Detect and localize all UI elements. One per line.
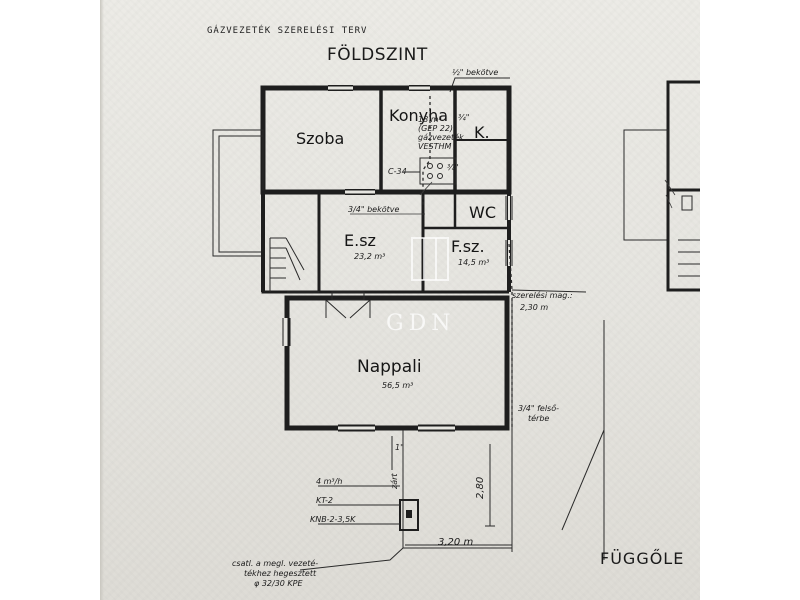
room-esz: E.sz — [344, 231, 376, 250]
side-elevation-partial: FÜGGŐLE — [600, 80, 700, 568]
side-title: FÜGGŐLE — [600, 548, 684, 568]
k-note: ¾" — [458, 113, 469, 122]
szerelesi-label-1: szerelési mag.: — [512, 290, 573, 300]
hallway-pipe-label: 3/4" bekötve — [348, 205, 399, 214]
room-wc: WC — [469, 203, 496, 222]
gas-meter-box: 4 m³/h KT-2 KNB-2-3,5K — [310, 477, 419, 531]
room-k: K. — [474, 123, 490, 142]
room-konyha: Konyha — [389, 106, 448, 125]
kitchen-note-4: VESTHM — [418, 142, 452, 151]
plot-boundary — [511, 289, 605, 560]
room-nappali: Nappali — [357, 357, 422, 377]
nappali-walls — [282, 291, 510, 432]
felso-label-1: 3/4" felső- — [518, 404, 559, 413]
service-line: 1" 2,80 3,20 m zárt — [390, 430, 512, 549]
meter-label-3: KNB-2-3,5K — [310, 515, 356, 524]
dim-horizontal: 3,20 m — [438, 537, 473, 548]
volume-nappali: 56,5 m³ — [382, 381, 413, 390]
plan-header: GÁZVEZETÉK SZERELÉSI TERV — [207, 24, 367, 36]
ertek-label: zárt — [390, 473, 399, 490]
kitchen-note-2: (GEP 22) — [418, 124, 453, 133]
connection-label-2: tékhez hegesztett — [244, 568, 317, 578]
meter-label-1: 4 m³/h — [316, 477, 342, 486]
top-pipe-label: ½" bekötve — [452, 68, 498, 77]
kitchen-details: 18 m³ (GEP 22) gázvezeték VESTHM C-34 ¾"… — [388, 113, 469, 196]
connection-label-3: φ 32/30 KPE — [254, 579, 303, 588]
paper-shadow — [100, 0, 104, 600]
kitchen-note-c: C-34 — [388, 167, 407, 176]
right-note: ¾" — [447, 163, 458, 172]
room-fsz: F.sz. — [451, 237, 485, 256]
dim-vertical: 2,80 — [475, 477, 486, 499]
floor-plan-drawing: GÁZVEZETÉK SZERELÉSI TERV FÖLDSZINT ½" b… — [207, 24, 700, 588]
kitchen-note-1: 18 m³ — [418, 115, 442, 124]
felso-label-2: térbe — [528, 413, 549, 423]
room-szoba: Szoba — [296, 129, 344, 148]
meter-label-2: KT-2 — [316, 496, 333, 505]
kitchen-note-3: gázvezeték — [418, 132, 464, 142]
left-annex — [212, 129, 321, 294]
watermark-text: GDN — [386, 311, 455, 336]
blueprint-paper: GÁZVEZETÉK SZERELÉSI TERV FÖLDSZINT ½" b… — [100, 0, 700, 600]
szerelesi-label-2: 2,30 m — [520, 303, 548, 312]
volume-fsz: 14,5 m³ — [458, 258, 489, 267]
zaro-label: 1" — [395, 443, 404, 452]
connection-note: csatl. a megl. vezeté- tékhez hegesztett… — [232, 547, 404, 588]
connection-label-1: csatl. a megl. vezeté- — [232, 558, 318, 568]
volume-esz: 23,2 m³ — [354, 252, 385, 261]
floor-title: FÖLDSZINT — [327, 43, 428, 65]
watermark: GDN — [386, 237, 455, 336]
